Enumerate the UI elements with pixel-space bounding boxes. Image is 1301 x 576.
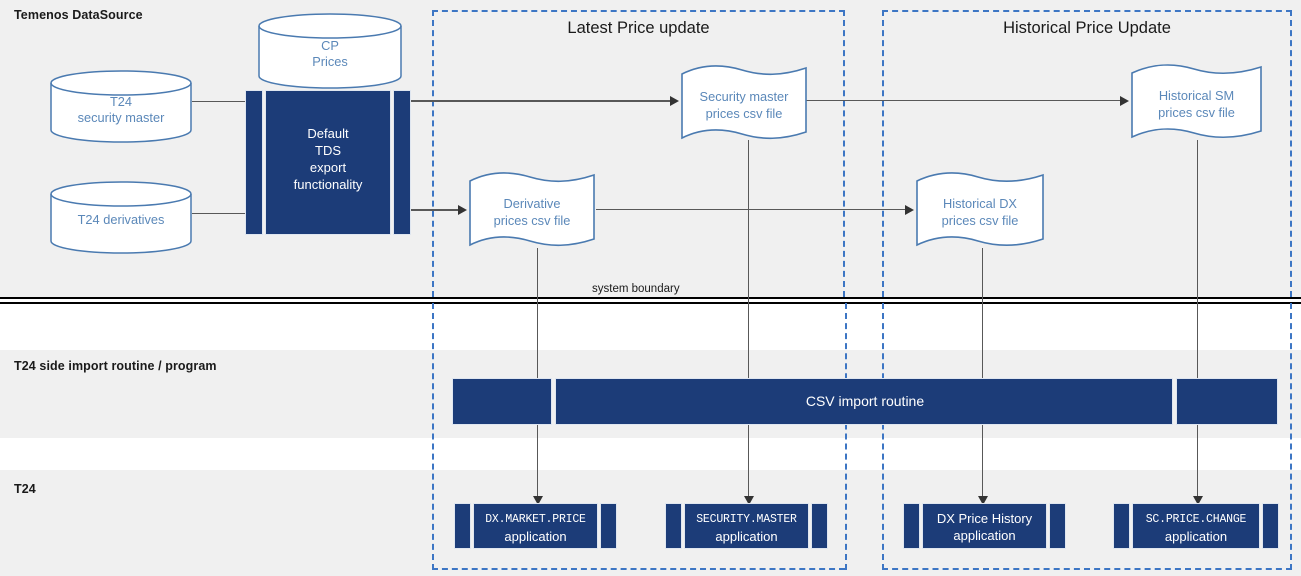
app-right-bar	[1049, 503, 1066, 549]
connector-tds-to-dx-csv	[410, 209, 460, 211]
application-label: SECURITY.MASTER application	[665, 511, 828, 545]
datastore-t24-derivatives[interactable]: T24 derivatives	[50, 181, 192, 254]
lane-label-t24: T24	[14, 482, 36, 496]
document-label: Historical SM prices csv file	[1158, 88, 1235, 120]
datastore-label: CP Prices	[312, 38, 348, 69]
arrowhead-tds-to-dx-csv	[458, 205, 467, 215]
tds-export-right-bar	[393, 90, 411, 235]
arrowhead-csv-to-dx-price-history	[978, 496, 988, 505]
application-name: SC.PRICE.CHANGE	[1145, 513, 1247, 526]
application-sc-price-change[interactable]: SC.PRICE.CHANGE application	[1113, 503, 1279, 549]
document-historical-dx-prices-csv[interactable]: Historical DX prices csv file	[915, 172, 1045, 248]
datastore-cp-prices[interactable]: CP Prices	[258, 13, 402, 89]
zone-historical-left-lower	[882, 303, 884, 570]
datastore-t24-security-master[interactable]: T24 security master	[50, 70, 192, 143]
connector-csv-to-sc-price-change	[1197, 425, 1199, 497]
document-historical-sm-prices-csv[interactable]: Historical SM prices csv file	[1130, 64, 1263, 140]
app-left-bar	[454, 503, 471, 549]
system-boundary-line-bottom	[0, 302, 1301, 304]
connector-dx-csv-to-hist-dx	[596, 209, 907, 211]
app-right-bar	[811, 503, 828, 549]
process-tds-export[interactable]: Default TDS export functionality	[245, 90, 411, 235]
lane-band-t24	[0, 470, 1301, 576]
connector-csv-to-dx-price-history	[982, 425, 984, 497]
zone-historical-right-lower	[1290, 303, 1292, 570]
arrowhead-dx-csv-to-hist-dx	[905, 205, 914, 215]
app-body	[922, 503, 1047, 549]
zone-historical-title: Historical Price Update	[1003, 19, 1171, 37]
arrowhead-csv-to-security-master	[744, 496, 754, 505]
connector-csv-to-security-master	[748, 425, 750, 497]
zone-latest-bottom-edge	[432, 568, 845, 570]
zone-latest-right-lower	[845, 303, 847, 570]
application-dx-market-price[interactable]: DX.MARKET.PRICE application	[454, 503, 617, 549]
csv-import-label: CSV import routine	[805, 393, 925, 409]
application-name: DX.MARKET.PRICE	[485, 513, 586, 526]
tds-export-body	[265, 90, 391, 235]
document-label: Security master prices csv file	[699, 89, 789, 121]
app-left-bar	[1113, 503, 1130, 549]
document-derivative-prices-csv[interactable]: Derivative prices csv file	[468, 172, 596, 248]
app-right-bar	[600, 503, 617, 549]
application-suffix: application	[1164, 529, 1228, 544]
document-label: Derivative prices csv file	[493, 196, 571, 228]
connector-hist-sm-down	[1197, 140, 1199, 378]
application-name: SECURITY.MASTER	[696, 513, 797, 526]
datastore-label: T24 security master	[77, 94, 165, 125]
application-label: DX.MARKET.PRICE application	[454, 511, 617, 545]
document-security-master-prices-csv[interactable]: Security master prices csv file	[680, 65, 808, 141]
connector-sm-to-tds	[192, 101, 246, 103]
application-suffix: application	[953, 528, 1016, 543]
document-label: Historical DX prices csv file	[941, 196, 1019, 228]
csv-import-body	[555, 378, 1173, 425]
lane-label-datasource: Temenos DataSource	[14, 8, 143, 22]
connector-dx-to-tds	[192, 213, 246, 215]
connector-csv-to-dx-market-price	[537, 425, 539, 497]
zone-historical-bottom-edge	[882, 568, 1292, 570]
app-body	[1132, 503, 1260, 549]
connector-sm-csv-down	[748, 140, 750, 378]
application-label: DX Price History application	[903, 510, 1066, 544]
lane-label-import: T24 side import routine / program	[14, 359, 217, 373]
csv-import-right-segment	[1176, 378, 1278, 425]
app-body	[473, 503, 598, 549]
process-csv-import-routine[interactable]: CSV import routine	[452, 378, 1278, 425]
app-left-bar	[903, 503, 920, 549]
arrowhead-csv-to-sc-price-change	[1193, 496, 1203, 505]
app-left-bar	[665, 503, 682, 549]
lane-band-datasource	[0, 0, 1301, 297]
app-right-bar	[1262, 503, 1279, 549]
system-boundary-label: system boundary	[592, 283, 680, 295]
arrowhead-sm-csv-to-hist-sm	[1120, 96, 1129, 106]
application-name: DX Price History	[936, 511, 1033, 526]
app-body	[684, 503, 809, 549]
application-suffix: application	[715, 529, 778, 544]
tds-export-left-bar	[245, 90, 263, 235]
connector-dx-csv-down	[537, 248, 539, 378]
zone-latest-title: Latest Price update	[567, 19, 710, 37]
application-security-master[interactable]: SECURITY.MASTER application	[665, 503, 828, 549]
connector-hist-dx-down	[982, 248, 984, 378]
datastore-label: T24 derivatives	[77, 212, 165, 227]
tds-export-label: Default TDS export functionality	[293, 126, 363, 192]
arrowhead-tds-to-sm-csv	[670, 96, 679, 106]
connector-tds-to-sm-csv	[410, 100, 672, 102]
application-dx-price-history[interactable]: DX Price History application	[903, 503, 1066, 549]
application-label: SC.PRICE.CHANGE application	[1113, 511, 1279, 545]
system-boundary-line-top	[0, 297, 1301, 299]
zone-latest-left-lower	[432, 303, 434, 570]
application-suffix: application	[504, 529, 567, 544]
arrowhead-csv-to-dx-market-price	[533, 496, 543, 505]
zone-historical-price-update	[882, 10, 1292, 297]
zone-latest-price-update	[432, 10, 845, 297]
csv-import-left-segment	[452, 378, 552, 425]
connector-sm-csv-to-hist-sm	[806, 100, 1122, 102]
